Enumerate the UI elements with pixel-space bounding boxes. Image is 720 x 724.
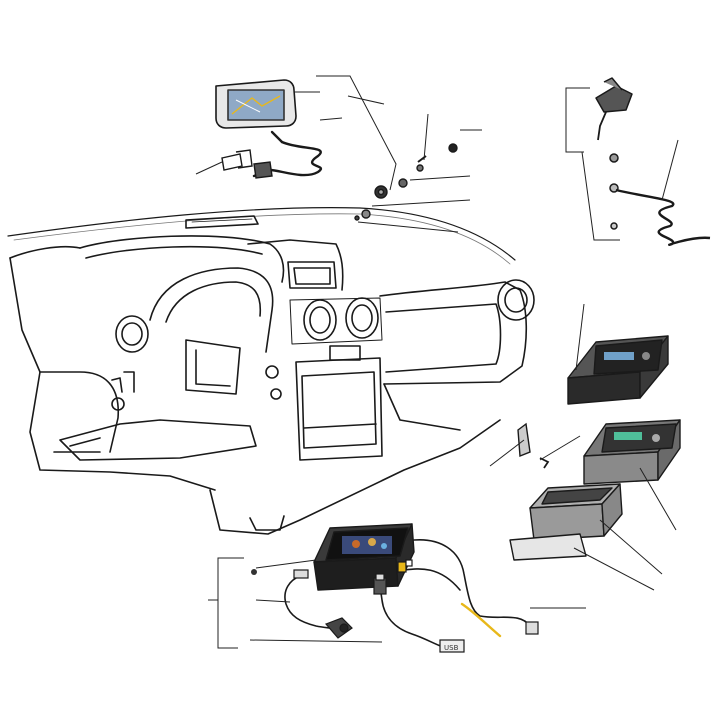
small-screw-bottom (251, 569, 257, 575)
dashboard-illustration (7, 207, 535, 535)
microphone (324, 617, 353, 639)
gps-navigation-unit (215, 79, 297, 129)
gps-antenna-kit (595, 77, 711, 246)
mounting-hardware-top (354, 143, 458, 221)
double-din-multimedia-unit (313, 523, 415, 591)
usb-label: USB (444, 644, 459, 652)
usb-connectors (373, 573, 539, 653)
radio-unit-grey (583, 419, 681, 485)
leader-lines (195, 75, 679, 649)
rca-connectors (293, 559, 413, 579)
radio-unit-dark (567, 335, 669, 405)
lighter-plug (221, 149, 273, 179)
mounting-bracket (517, 422, 550, 469)
radio-mounting-cage (509, 483, 623, 561)
